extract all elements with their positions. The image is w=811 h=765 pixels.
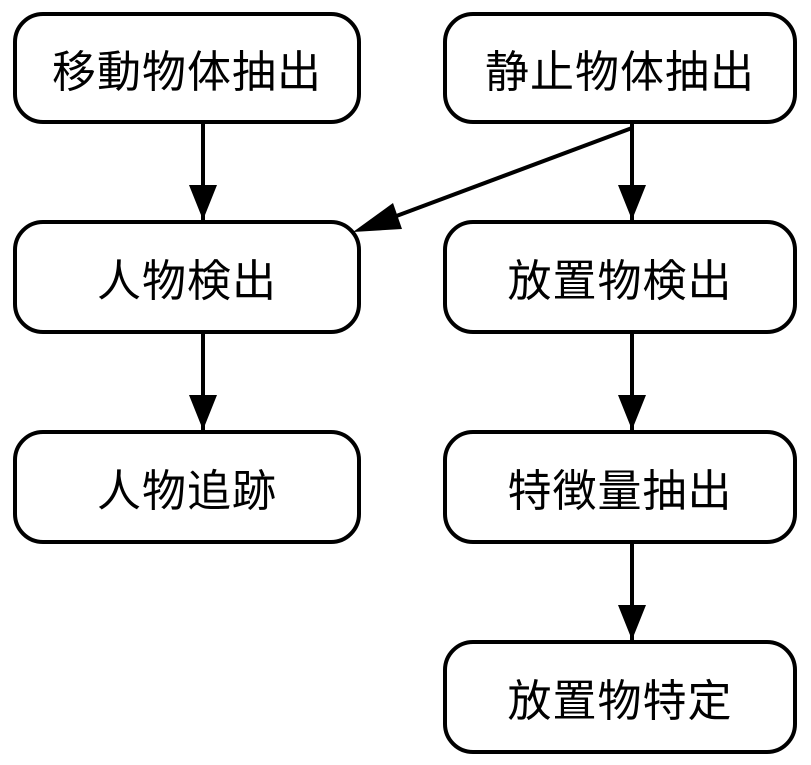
node-person-detection: 人物検出 — [13, 220, 361, 334]
node-static-object-extraction: 静止物体抽出 — [443, 12, 797, 124]
arrowhead-static-to-left-object-detection — [618, 185, 646, 220]
node-left-object-identification: 放置物特定 — [443, 640, 797, 754]
arrowhead-left-object-detection-to-feature-extraction — [618, 395, 646, 430]
arrow-static-to-person-detection — [374, 126, 633, 226]
arrowhead-person-detection-to-tracking — [189, 395, 217, 430]
node-feature-extraction: 特徴量抽出 — [443, 430, 797, 544]
node-moving-object-extraction: 移動物体抽出 — [13, 12, 361, 124]
node-left-object-detection: 放置物検出 — [443, 220, 797, 334]
arrowhead-feature-extraction-to-identification — [618, 605, 646, 640]
arrowhead-moving-to-person-detection — [189, 185, 217, 220]
arrowhead-static-to-person-detection — [353, 203, 402, 232]
node-person-tracking: 人物追跡 — [13, 430, 361, 544]
